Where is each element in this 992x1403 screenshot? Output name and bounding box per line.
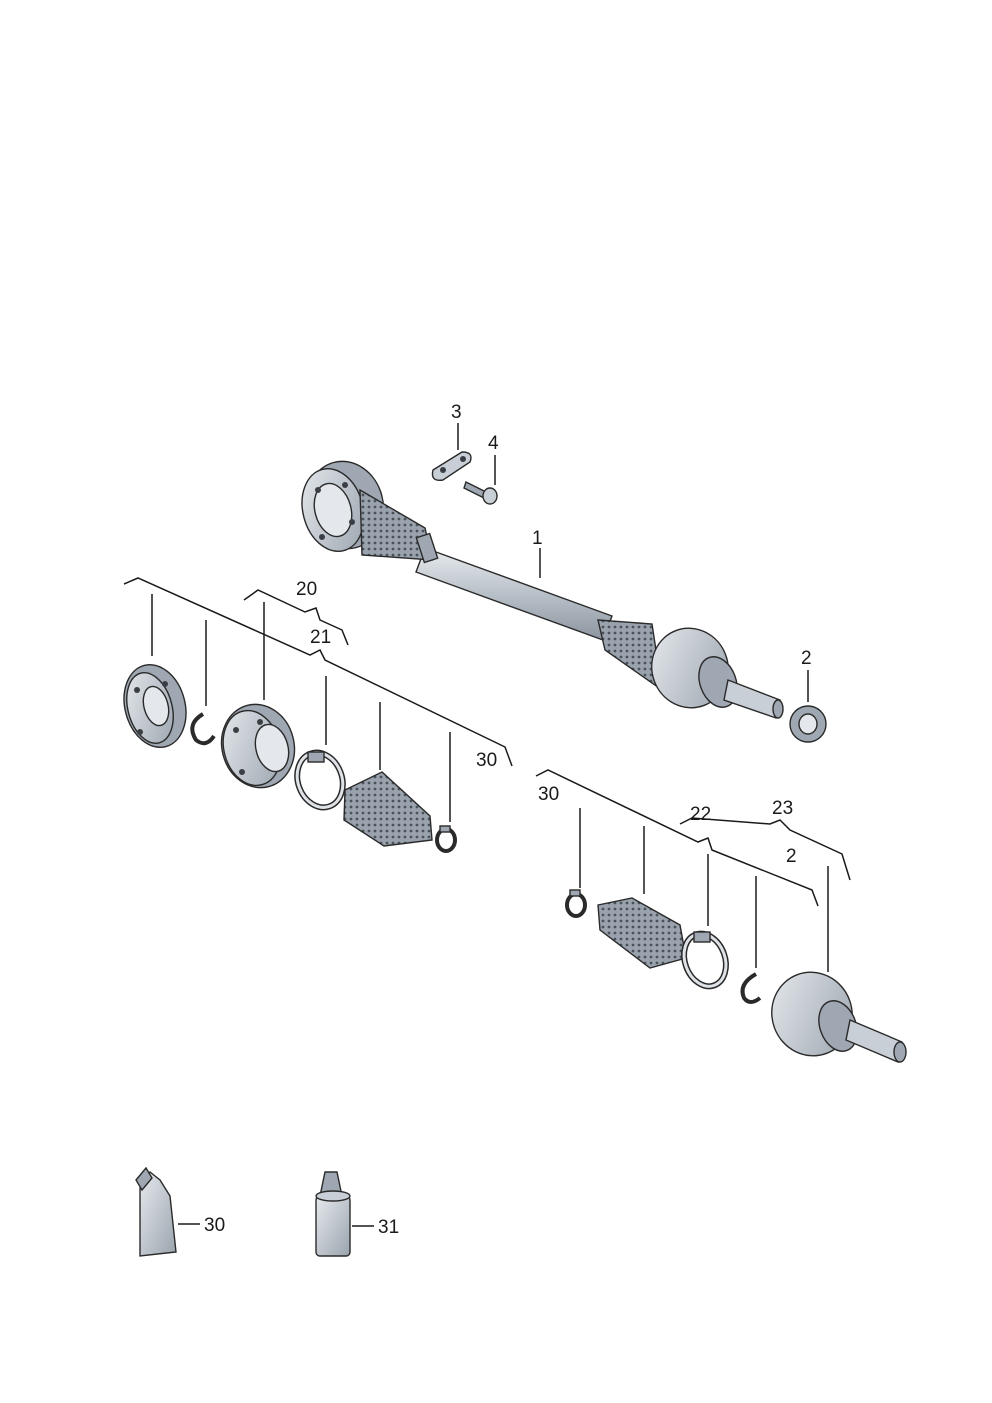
callout-20: 20: [296, 579, 317, 600]
callout-21: 21: [310, 627, 331, 648]
shaft-bar: [415, 547, 613, 641]
callout-31-bottle: 31: [378, 1217, 399, 1238]
boot-clamp-large-right: [681, 930, 729, 990]
lock-plate: 3: [431, 402, 472, 481]
outer-joint-kit: 30 22 23 2: [535, 769, 907, 1063]
callout-2-right: 2: [786, 846, 797, 867]
sealant-bottle: 31: [315, 1171, 399, 1257]
grease-tube: 30: [135, 1166, 225, 1257]
hub-nut: 2: [789, 648, 827, 743]
inner-joint-kit: 20 21 30: [123, 577, 513, 853]
callout-30-right: 30: [538, 784, 559, 805]
inner-joint-boot: [343, 771, 433, 847]
callout-22: 22: [690, 804, 711, 825]
callout-4: 4: [488, 433, 499, 454]
callout-2-nut: 2: [801, 648, 812, 669]
splined-stub: [723, 679, 781, 719]
boot-clamp-small-right: [565, 889, 587, 918]
socket-bolt: 4: [463, 433, 499, 505]
inner-cv-joint: [220, 703, 296, 789]
callout-1: 1: [532, 528, 543, 549]
circlip-right: [740, 972, 762, 1004]
outer-cv-joint-right: [771, 971, 907, 1063]
callout-3: 3: [451, 402, 462, 423]
callout-30-left: 30: [476, 750, 497, 771]
drive-shaft-assembly: 1: [301, 460, 784, 719]
boot-clamp-small-left: [435, 825, 457, 853]
inner-flange: [123, 663, 187, 749]
outer-boot: [597, 619, 663, 692]
callout-23: 23: [772, 798, 793, 819]
callout-30-tube: 30: [204, 1215, 225, 1236]
outer-joint-boot: [597, 897, 687, 969]
boot-clamp-large-left: [294, 749, 346, 811]
outer-cv-joint: [651, 627, 738, 709]
circlip-left: [190, 712, 216, 746]
